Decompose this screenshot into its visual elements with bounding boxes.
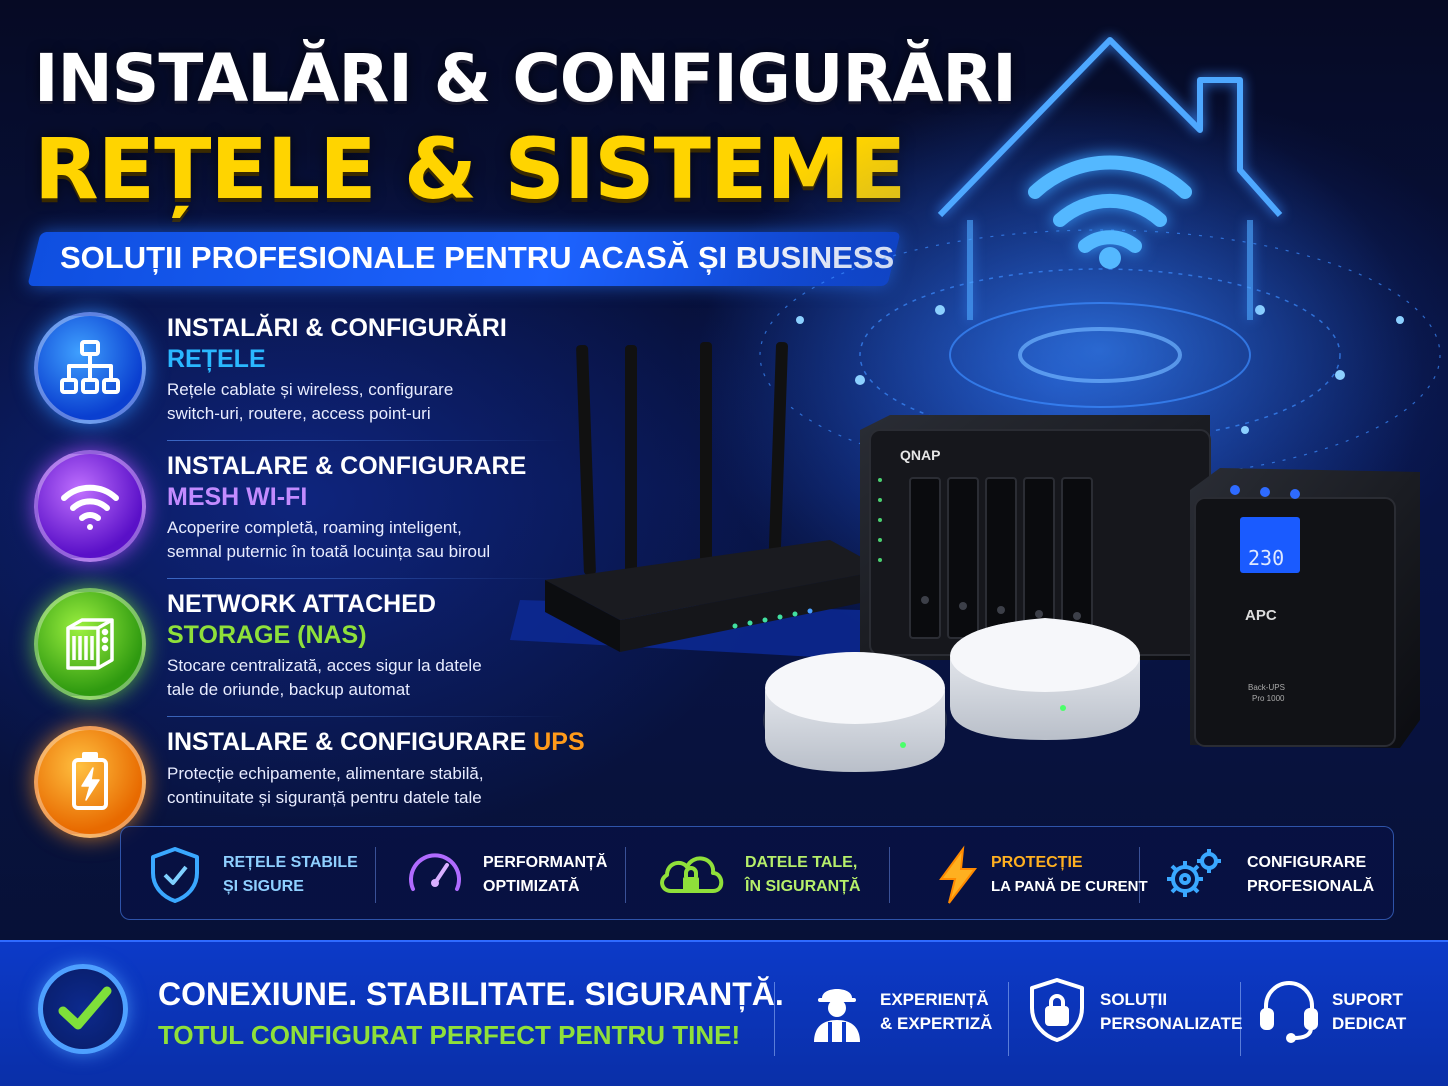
- ups-model-line2: Pro 1000: [1252, 694, 1285, 703]
- ups-display-readout: 230: [1248, 546, 1284, 570]
- nas-server-icon: [34, 588, 146, 700]
- feature-title: INSTALARE & CONFIGURARE: [167, 452, 527, 480]
- feature-desc-line2: semnal puternic în toată locuința sau bi…: [167, 542, 491, 561]
- lightning-icon: [939, 845, 978, 904]
- benefit-pro-configuration: CONFIGURARE PROFESIONALĂ: [1161, 827, 1391, 921]
- footer-item-line1: SUPORT: [1332, 990, 1403, 1009]
- feature-divider: [167, 716, 567, 717]
- nas-illustration: QNAP: [860, 415, 1211, 660]
- benefit-line1: CONFIGURARE: [1247, 854, 1367, 871]
- equipment-illustration: QNAP 230 APC Ba: [510, 37, 1448, 772]
- feature-ups: INSTALARE & CONFIGURARE UPS Protecție ec…: [34, 726, 585, 856]
- footer-item-expertise: EXPERIENȚĂ & EXPERTIZĂ: [806, 972, 1006, 1052]
- footer-item-line1: EXPERIENȚĂ: [880, 990, 989, 1009]
- speedometer-icon: [409, 853, 461, 891]
- shield-lock-icon: [1030, 978, 1084, 1042]
- feature-subtitle: MESH WI-FI: [167, 483, 308, 511]
- feature-title: INSTALARE & CONFIGURARE UPS: [167, 726, 585, 758]
- house-outline-icon: [937, 37, 1283, 320]
- shield-check-icon: [151, 847, 199, 903]
- network-icon: [34, 312, 146, 424]
- feature-nas: NETWORK ATTACHED STORAGE (NAS) Stocare c…: [34, 588, 554, 718]
- feature-desc-line1: Rețele cablate și wireless, configurare: [167, 380, 454, 399]
- feature-title-accent: UPS: [533, 728, 585, 756]
- footer-item-line1: SOLUȚII: [1100, 990, 1168, 1009]
- benefit-data-safety: DATELE TALE, ÎN SIGURANȚĂ: [655, 827, 885, 921]
- benefit-line2: LA PANĂ DE CURENT: [991, 878, 1148, 895]
- feature-divider: [167, 578, 567, 579]
- technician-icon: [814, 989, 860, 1042]
- battery-icon: [34, 726, 146, 838]
- feature-desc-line1: Acoperire completă, roaming inteligent,: [167, 518, 462, 537]
- feature-networks: INSTALĂRI & CONFIGURĂRI REȚELE Rețele ca…: [34, 312, 554, 442]
- feature-desc-line2: switch-uri, routere, access point-uri: [167, 404, 431, 423]
- headset-icon: [1260, 981, 1318, 1043]
- nas-brand-label: QNAP: [900, 447, 940, 463]
- feature-desc-line1: Stocare centralizată, acces sigur la dat…: [167, 656, 482, 675]
- benefit-stable-networks: REȚELE STABILE ȘI SIGURE: [145, 827, 375, 921]
- wifi-icon: [34, 450, 146, 562]
- benefit-line2: ȘI SIGURE: [223, 878, 304, 895]
- footer-item-line2: DEDICAT: [1332, 1014, 1407, 1033]
- feature-desc-line2: tale de oriunde, backup automat: [167, 680, 410, 699]
- router-illustration: [510, 341, 885, 660]
- benefit-line1: PROTECȚIE: [991, 854, 1083, 871]
- benefit-divider: [889, 847, 890, 903]
- footer-divider: [1240, 982, 1241, 1056]
- feature-divider: [167, 440, 567, 441]
- footer-tagline-primary: CONEXIUNE. STABILITATE. SIGURANȚĂ.: [158, 976, 784, 1012]
- benefit-line1: DATELE TALE,: [745, 854, 858, 871]
- footer-tagline-secondary: TOTUL CONFIGURAT PERFECT PENTRU TINE!: [158, 1020, 741, 1050]
- benefit-power-protection: PROTECȚIE LA PANĂ DE CURENT: [927, 827, 1148, 921]
- ups-illustration: 230 APC Back-UPS Pro 1000: [1190, 468, 1420, 748]
- benefit-divider: [375, 847, 376, 903]
- ups-brand-label: APC: [1245, 607, 1277, 624]
- feature-mesh-wifi: INSTALARE & CONFIGURARE MESH WI-FI Acope…: [34, 450, 554, 580]
- footer-divider: [774, 982, 775, 1056]
- ups-model-line1: Back-UPS: [1248, 683, 1285, 692]
- feature-title-main: INSTALARE & CONFIGURARE: [167, 728, 527, 756]
- mesh-wifi-units: [763, 618, 1140, 772]
- feature-title: INSTALĂRI & CONFIGURĂRI: [167, 314, 507, 342]
- signal-rings: [759, 229, 1441, 481]
- feature-subtitle: REȚELE: [167, 345, 266, 373]
- benefit-divider: [1139, 847, 1140, 903]
- benefit-line2: ÎN SIGURANȚĂ: [745, 878, 861, 895]
- checkmark-icon: [38, 964, 128, 1054]
- feature-desc-line2: continuitate și siguranță pentru datele …: [167, 788, 482, 807]
- house-wifi-icon: [1028, 155, 1192, 253]
- benefit-line2: OPTIMIZATĂ: [483, 878, 580, 895]
- benefit-performance: PERFORMANȚĂ OPTIMIZATĂ: [405, 827, 625, 921]
- benefit-divider: [625, 847, 626, 903]
- footer-band: CONEXIUNE. STABILITATE. SIGURANȚĂ. TOTUL…: [0, 940, 1448, 1086]
- benefits-strip: REȚELE STABILE ȘI SIGURE PERFORMANȚĂ OPT…: [120, 826, 1394, 920]
- feature-title: NETWORK ATTACHED: [167, 590, 436, 618]
- feature-subtitle: STORAGE (NAS): [167, 621, 367, 649]
- benefit-line1: PERFORMANȚĂ: [483, 854, 608, 871]
- footer-item-support: SUPORT DEDICAT: [1258, 972, 1428, 1052]
- feature-desc-line1: Protecție echipamente, alimentare stabil…: [167, 764, 484, 783]
- benefit-line2: PROFESIONALĂ: [1247, 878, 1375, 895]
- footer-item-custom-solutions: SOLUȚII PERSONALIZATE: [1026, 972, 1242, 1052]
- headline-primary: INSTALĂRI & CONFIGURĂRI: [34, 40, 1017, 117]
- footer-item-line2: & EXPERTIZĂ: [880, 1014, 993, 1033]
- benefit-line1: REȚELE STABILE: [223, 854, 358, 871]
- cloud-lock-icon: [660, 856, 724, 893]
- footer-item-line2: PERSONALIZATE: [1100, 1014, 1243, 1033]
- gears-icon: [1167, 849, 1221, 897]
- footer-divider: [1008, 982, 1009, 1056]
